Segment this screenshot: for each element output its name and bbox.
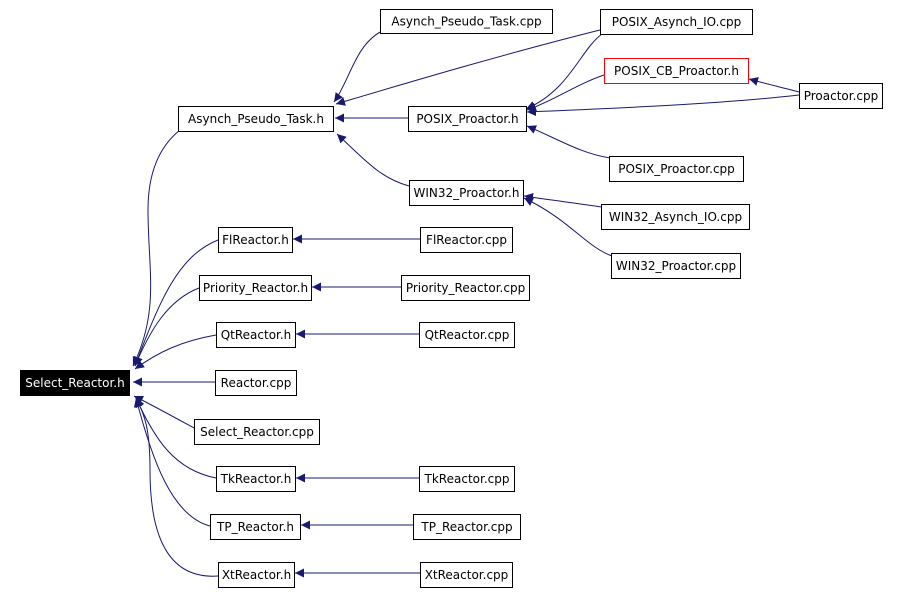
node-box [420, 562, 513, 588]
node-reactor-cpp[interactable]: Reactor.cpp [215, 370, 297, 396]
node-box [401, 275, 530, 301]
edge-asynch-pseudo-task-h-to-select-reactor-h [132, 129, 181, 367]
node-label: Reactor.cpp [221, 376, 292, 390]
node-box [216, 322, 296, 348]
edge-proactor-cpp-to-posix-cb-proactor-h [748, 77, 800, 93]
node-select-reactor-h[interactable]: Select_Reactor.h [20, 370, 130, 396]
node-label: Select_Reactor.h [25, 376, 124, 390]
node-asynch-pseudo-task-h[interactable]: Asynch_Pseudo_Task.h [178, 106, 334, 132]
node-qtreactor-cpp[interactable]: QtReactor.cpp [419, 322, 515, 348]
node-label: FlReactor.h [222, 233, 289, 247]
node-box [408, 106, 527, 132]
node-select-reactor-cpp[interactable]: Select_Reactor.cpp [194, 419, 320, 445]
node-box [409, 180, 524, 206]
node-label: XtReactor.cpp [425, 568, 509, 582]
node-box [380, 9, 553, 34]
node-posix-asynch-io-cpp[interactable]: POSIX_Asynch_IO.cpp [600, 9, 753, 35]
node-box [600, 9, 753, 35]
edge-tp-reactor-h-to-select-reactor-h [133, 397, 211, 527]
node-box [611, 253, 741, 279]
edge-win32-proactor-h-to-asynch-pseudo-task-h [336, 133, 410, 187]
node-tkreactor-h[interactable]: TkReactor.h [216, 466, 296, 492]
node-label: POSIX_Proactor.h [416, 112, 518, 126]
node-label: Proactor.cpp [804, 89, 879, 103]
node-label: POSIX_Proactor.cpp [618, 162, 735, 176]
edge-flreactor-h-to-select-reactor-h [133, 239, 219, 367]
node-box [413, 514, 521, 540]
edge-priority-reactor-h-to-select-reactor-h [134, 287, 200, 367]
node-box [420, 227, 513, 253]
node-box [194, 419, 320, 445]
node-box [218, 562, 295, 588]
node-tp-reactor-cpp[interactable]: TP_Reactor.cpp [413, 514, 521, 540]
node-box [799, 83, 883, 109]
node-label: TP_Reactor.cpp [420, 520, 512, 534]
node-label: Asynch_Pseudo_Task.h [188, 112, 324, 126]
node-box [604, 58, 749, 84]
node-label: TkReactor.h [220, 472, 292, 486]
edge-posix-proactor-cpp-to-posix-proactor-h [526, 125, 611, 159]
node-box [215, 370, 297, 396]
node-xtreactor-h[interactable]: XtReactor.h [218, 562, 295, 588]
node-label: TkReactor.cpp [424, 472, 510, 486]
edge-xtreactor-h-to-select-reactor-h [135, 397, 219, 577]
node-label: POSIX_Asynch_IO.cpp [612, 15, 742, 29]
node-asynch-pseudo-task-cpp[interactable]: Asynch_Pseudo_Task.cpp [380, 9, 553, 34]
edge-qtreactor-h-to-select-reactor-h [134, 334, 217, 370]
node-win32-asynch-io-cpp[interactable]: WIN32_Asynch_IO.cpp [601, 204, 750, 230]
node-box [210, 514, 301, 540]
node-priority-reactor-h[interactable]: Priority_Reactor.h [199, 275, 312, 301]
node-box [419, 466, 515, 492]
node-proactor-cpp[interactable]: Proactor.cpp [799, 83, 883, 109]
node-label: WIN32_Proactor.cpp [616, 259, 736, 273]
node-box [216, 466, 296, 492]
node-label: WIN32_Asynch_IO.cpp [609, 210, 742, 224]
node-posix-cb-proactor-h[interactable]: POSIX_CB_Proactor.h [604, 58, 749, 84]
node-qtreactor-h[interactable]: QtReactor.h [216, 322, 296, 348]
node-box [20, 370, 130, 396]
node-label: POSIX_CB_Proactor.h [614, 64, 739, 78]
node-label: QtReactor.cpp [425, 328, 510, 342]
node-box [199, 275, 312, 301]
node-label: Select_Reactor.cpp [200, 425, 314, 439]
node-tp-reactor-h[interactable]: TP_Reactor.h [210, 514, 301, 540]
edge-posix-asynch-io-cpp-to-posix-proactor-h [525, 33, 603, 110]
node-box [419, 322, 515, 348]
node-flreactor-cpp[interactable]: FlReactor.cpp [420, 227, 513, 253]
node-xtreactor-cpp[interactable]: XtReactor.cpp [420, 562, 513, 588]
node-label: Priority_Reactor.h [203, 281, 308, 295]
node-posix-proactor-h[interactable]: POSIX_Proactor.h [408, 106, 527, 132]
node-box [218, 227, 293, 253]
node-flreactor-h[interactable]: FlReactor.h [218, 227, 293, 253]
node-label: TP_Reactor.h [216, 520, 294, 534]
edge-posix-cb-proactor-h-to-posix-proactor-h [526, 74, 605, 112]
node-win32-proactor-cpp[interactable]: WIN32_Proactor.cpp [611, 253, 741, 279]
node-posix-proactor-cpp[interactable]: POSIX_Proactor.cpp [609, 156, 744, 182]
node-tkreactor-cpp[interactable]: TkReactor.cpp [419, 466, 515, 492]
edge-win32-asynch-io-cpp-to-win32-proactor-h [523, 192, 603, 208]
node-label: Asynch_Pseudo_Task.cpp [391, 15, 541, 29]
edge-win32-proactor-cpp-to-win32-proactor-h [523, 197, 613, 257]
node-label: WIN32_Proactor.h [414, 186, 520, 200]
edge-asynch-pseudo-task-cpp-to-asynch-pseudo-task-h [333, 30, 383, 103]
node-label: QtReactor.h [221, 328, 292, 342]
node-label: XtReactor.h [222, 568, 291, 582]
edge-posix-asynch-io-cpp-to-asynch-pseudo-task-h [335, 29, 601, 106]
node-box [609, 156, 744, 182]
node-box [601, 204, 750, 230]
node-box [178, 106, 334, 132]
edges [132, 29, 800, 578]
node-win32-proactor-h[interactable]: WIN32_Proactor.h [409, 180, 524, 206]
edge-proactor-cpp-to-posix-proactor-h [526, 94, 800, 117]
node-label: FlReactor.cpp [426, 233, 507, 247]
node-label: Priority_Reactor.cpp [406, 281, 525, 295]
node-priority-reactor-cpp[interactable]: Priority_Reactor.cpp [401, 275, 530, 301]
